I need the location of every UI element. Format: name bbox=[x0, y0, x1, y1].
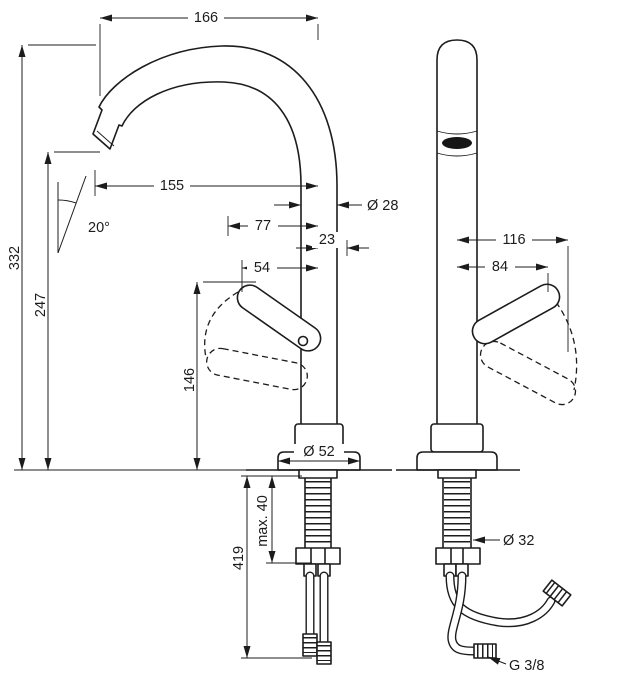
dimension-labels: 166 332 247 155 20° 77 23 54 Ø 28 146 Ø … bbox=[7, 10, 544, 674]
dim-front-handle-reach-label: 84 bbox=[492, 259, 508, 275]
dim-handle-swing-reach-label: 116 bbox=[502, 232, 525, 248]
dim-total-height-label: 332 bbox=[7, 246, 23, 270]
dim-handle-offset-label: 23 bbox=[319, 232, 335, 248]
dim-spout-height-label: 247 bbox=[33, 293, 49, 317]
dim-handle-reach-label: 77 bbox=[255, 218, 271, 234]
dim-spout-reach-label: 155 bbox=[160, 178, 184, 194]
handle-alt-position-dashed bbox=[206, 347, 308, 391]
dim-base-diameter-label: Ø 52 bbox=[303, 444, 334, 460]
spout-seam-upper bbox=[436, 130, 478, 135]
aerator-opening bbox=[442, 137, 472, 149]
handle-lever-front bbox=[471, 283, 561, 345]
handle-pivot bbox=[297, 335, 309, 347]
mounting-shank bbox=[295, 469, 341, 565]
dim-spout-angle-label: 20° bbox=[88, 220, 110, 236]
faucet-body-and-spout bbox=[92, 45, 338, 430]
mounting-shank-front bbox=[435, 469, 481, 565]
handle-swing-arc-front bbox=[555, 301, 578, 391]
front-view-faucet bbox=[396, 39, 578, 659]
body-collar-front bbox=[430, 423, 484, 453]
dim-hose-length-label: 419 bbox=[231, 546, 247, 570]
handle-alt-position-dashed-front bbox=[479, 340, 577, 406]
dim-max-counter-thickness-label: max. 40 bbox=[255, 495, 271, 547]
dim-spout-diameter-label: Ø 28 bbox=[367, 198, 398, 214]
aerator-step-line bbox=[96, 130, 115, 147]
handle-lever bbox=[236, 284, 322, 352]
base-flange-front bbox=[416, 451, 498, 471]
supply-hoses bbox=[302, 563, 332, 665]
dim-top-width-label: 166 bbox=[194, 10, 218, 26]
dim-connection-thread-label: G 3/8 bbox=[509, 658, 544, 674]
dim-handle-height-label: 146 bbox=[182, 368, 198, 392]
supply-hoses-front bbox=[443, 563, 572, 659]
label-backgrounds bbox=[154, 10, 532, 460]
faucet-body-front bbox=[436, 39, 478, 430]
dim-handle-width-label: 54 bbox=[254, 260, 270, 276]
side-view-faucet bbox=[92, 45, 392, 665]
spout-seam-lower bbox=[436, 152, 478, 157]
dim-shank-diameter-label: Ø 32 bbox=[503, 533, 534, 549]
handle-swing-arc bbox=[204, 291, 239, 359]
